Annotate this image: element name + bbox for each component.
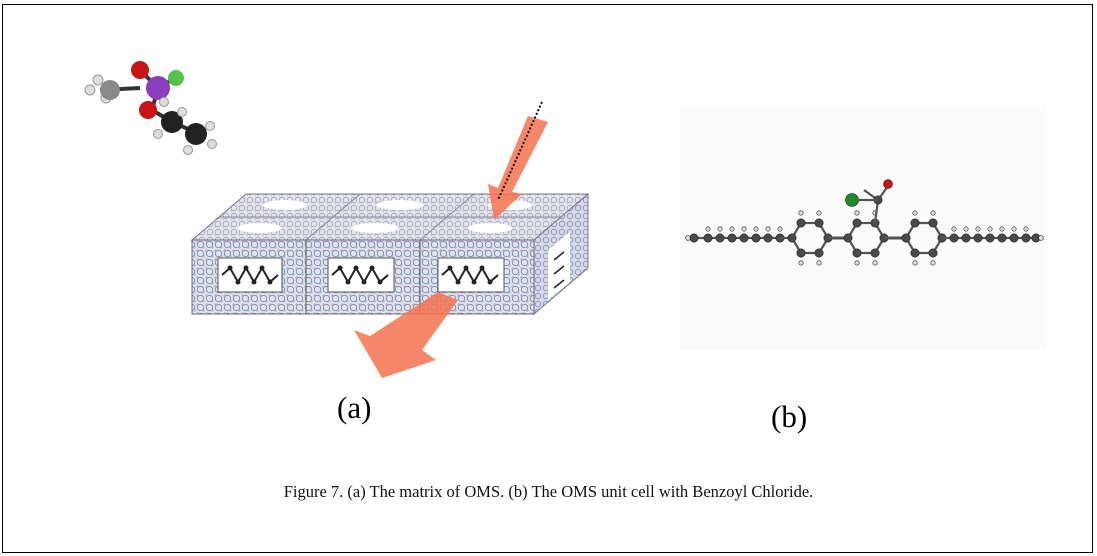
hydrogen-atom bbox=[930, 210, 936, 216]
hydrogen-atom bbox=[798, 260, 804, 266]
ring-atom bbox=[901, 233, 911, 243]
chain-atom bbox=[1021, 233, 1031, 243]
ring-atom bbox=[843, 233, 853, 243]
hydrogen-atom bbox=[705, 226, 711, 232]
hydrogen-atom bbox=[798, 210, 804, 216]
pore-3 bbox=[437, 257, 505, 293]
hydrogen-atom bbox=[912, 210, 918, 216]
chain-atom bbox=[973, 233, 983, 243]
chain-atom bbox=[949, 233, 959, 243]
hydrogen-atom bbox=[999, 226, 1005, 232]
pore-1 bbox=[217, 257, 283, 293]
hydrogen-atom bbox=[987, 226, 993, 232]
hydrogen-atom bbox=[951, 226, 957, 232]
ring-atom bbox=[796, 218, 806, 228]
oxygen-atom bbox=[883, 179, 893, 189]
ring-atom bbox=[796, 248, 806, 258]
chain-atom bbox=[763, 233, 773, 243]
chain-atom bbox=[715, 233, 725, 243]
chain-atom bbox=[703, 233, 713, 243]
panel-a-oms-matrix bbox=[70, 60, 590, 390]
hydrogen-atom bbox=[963, 226, 969, 232]
ring-atom bbox=[910, 218, 920, 228]
hydrogen-atom bbox=[975, 226, 981, 232]
chain-atom bbox=[961, 233, 971, 243]
hydrogen-atom bbox=[741, 226, 747, 232]
hydrogen-atom bbox=[930, 260, 936, 266]
chain-atom bbox=[985, 233, 995, 243]
chain-atom bbox=[751, 233, 761, 243]
chlorine-atom bbox=[845, 193, 859, 207]
hydrogen-atom bbox=[854, 260, 860, 266]
hydrogen-atom bbox=[777, 226, 783, 232]
chain-atom bbox=[1009, 233, 1019, 243]
hydrogen-atom bbox=[854, 210, 860, 216]
ring-atom bbox=[870, 248, 880, 258]
incidence-dotted-line bbox=[497, 101, 543, 201]
hydrogen-atom bbox=[872, 260, 878, 266]
ring-atom bbox=[787, 233, 797, 243]
ring-atom bbox=[852, 248, 862, 258]
hydrogen-atom bbox=[765, 226, 771, 232]
hydrogen-atom bbox=[685, 235, 691, 241]
chain-atom bbox=[739, 233, 749, 243]
pore-2 bbox=[327, 257, 395, 293]
hydrogen-atom bbox=[1011, 226, 1017, 232]
figure-caption: Figure 7. (a) The matrix of OMS. (b) The… bbox=[283, 482, 814, 501]
hydrogen-atom bbox=[816, 260, 822, 266]
ring-atom bbox=[814, 218, 824, 228]
chain-atom bbox=[727, 233, 737, 243]
ring-atom bbox=[814, 248, 824, 258]
chain-atom bbox=[689, 233, 699, 243]
incoming-arrow bbox=[488, 116, 548, 220]
molecular-chain bbox=[685, 179, 1044, 266]
ring-atom bbox=[852, 218, 862, 228]
panel-a-label: (a) bbox=[337, 390, 372, 425]
hydrogen-atom bbox=[753, 226, 759, 232]
oms-matrix-drawing bbox=[84, 61, 590, 378]
outgoing-arrow bbox=[354, 292, 458, 378]
hydrogen-atom bbox=[912, 260, 918, 266]
hydrogen-atom bbox=[717, 226, 723, 232]
ring-atom bbox=[928, 248, 938, 258]
unit-cell-molecule-drawing bbox=[685, 179, 1044, 266]
hydrogen-atom bbox=[1023, 226, 1029, 232]
hydrogen-atom bbox=[816, 210, 822, 216]
panel-b-label: (b) bbox=[771, 399, 808, 434]
hydrogen-atom bbox=[1038, 235, 1044, 241]
ring-atom bbox=[910, 248, 920, 258]
chain-atom bbox=[997, 233, 1007, 243]
panel-b-unit-cell bbox=[680, 105, 1045, 350]
molecule-icon bbox=[84, 61, 217, 155]
hydrogen-atom bbox=[729, 226, 735, 232]
ring-atom bbox=[928, 218, 938, 228]
